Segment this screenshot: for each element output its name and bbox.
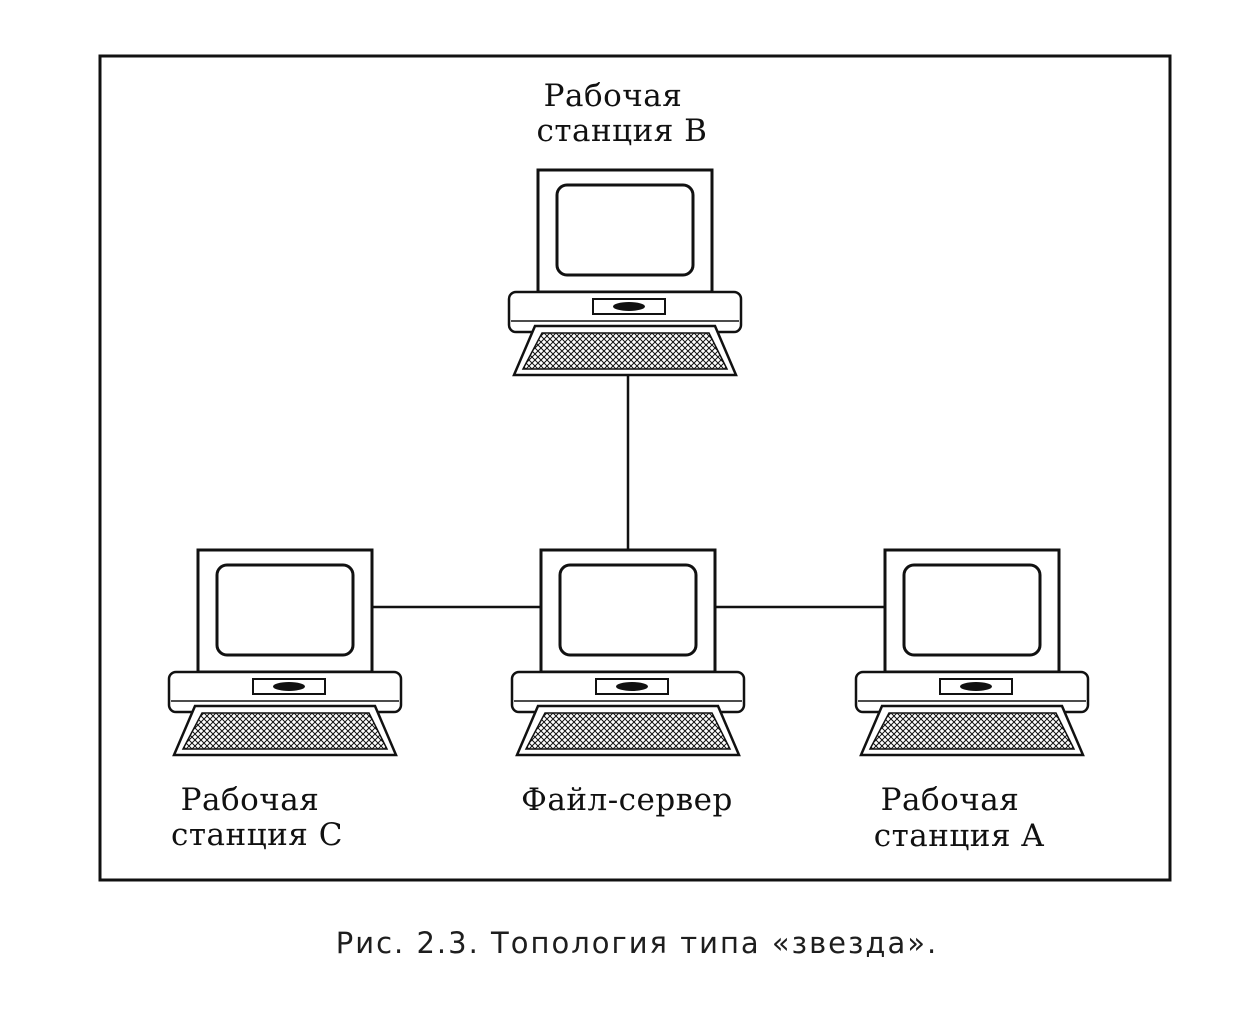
- computer-workstation-b: [507, 168, 743, 377]
- label-workstation-a-line1: Рабочая: [881, 782, 1020, 818]
- label-workstation-c-line1: Рабочая: [181, 782, 320, 818]
- label-workstation-c-line2: станция C: [171, 817, 343, 853]
- label-workstation-b-line1: Рабочая: [544, 78, 683, 114]
- figure-caption: Рис. 2.3. Топология типа «звезда».: [336, 926, 938, 960]
- computer-file-server: [510, 548, 746, 757]
- figure-border: [98, 54, 1172, 882]
- label-workstation-a-line2: станция A: [874, 818, 1045, 854]
- label-file-server: Файл-сервер: [521, 782, 733, 818]
- computer-workstation-c: [167, 548, 403, 757]
- network-links: [373, 376, 885, 609]
- label-workstation-b-line2: станция B: [537, 113, 708, 149]
- computer-workstation-a: [854, 548, 1090, 757]
